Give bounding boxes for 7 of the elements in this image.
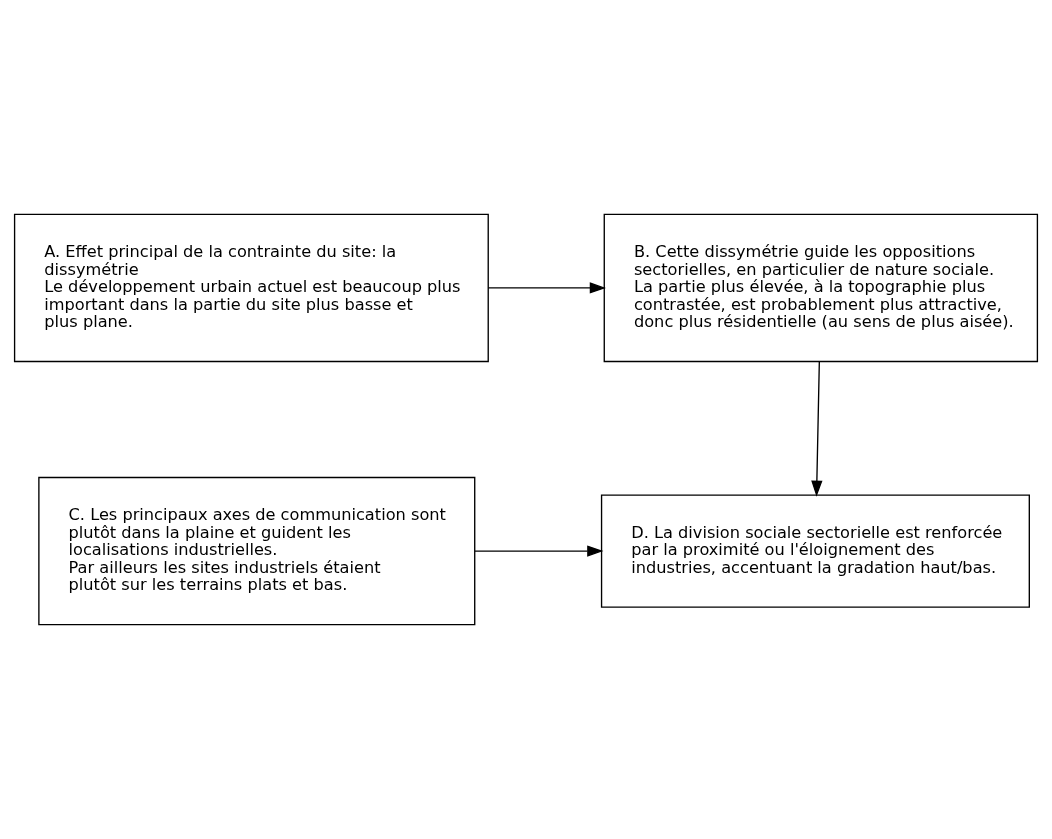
node-box: C. Les principaux axes de communication sont plutôt dans la plaine et guident les localisations industrielles. Par ailleurs les sites industriels étaient plutôt sur les terrains plats et bas. [38,476,476,626]
node-box: D. La division sociale sectorielle est renforcée par la proximité ou l'éloignement des industries, accentuant la gradation haut/bas. [600,494,1030,608]
arrow [474,545,604,557]
node-box: B. Cette dissymétrie guide les oppositions sectorielles, en particulier de nature sociale. La partie plus élevée, à la topographie plus contrastée, est probablement plus attractive, donc plus résidentielle (au sens de plus aisée). [603,213,1039,363]
node-box: A. Effet principal de la contrainte du site: la dissymétrie Le développement urbain actuel est beaucoup plus important dans la partie du site plus basse et plus plane. [13,213,489,363]
arrow [487,282,606,294]
arrow [811,360,823,497]
